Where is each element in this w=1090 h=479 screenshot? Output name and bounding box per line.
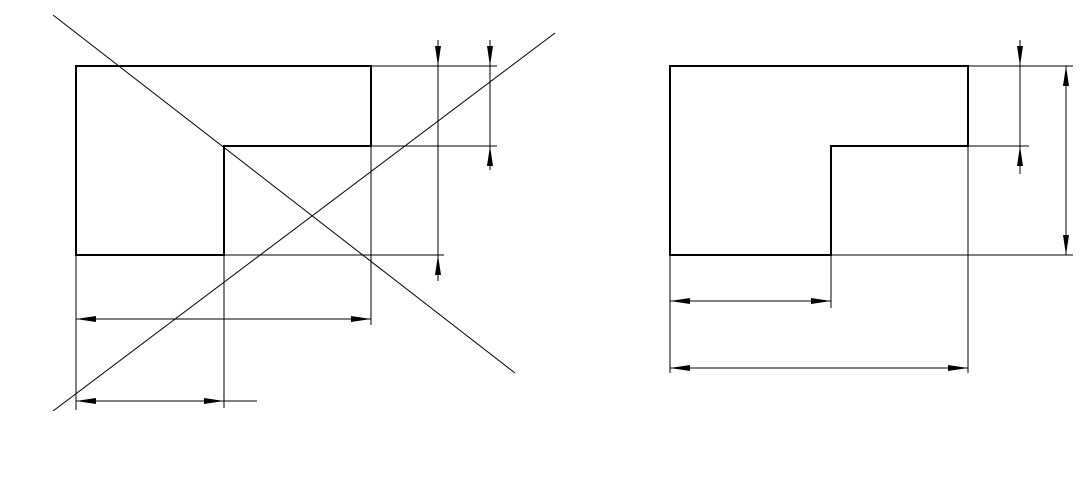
arrow-left-icon (76, 316, 96, 322)
arrow-down-icon (1017, 46, 1023, 66)
right-dimension-lines (670, 40, 1067, 369)
right-extension-lines (669, 65, 1073, 373)
arrow-up-icon (435, 255, 441, 275)
right-part-section (669, 65, 969, 256)
cross-out-mark (52, 14, 556, 412)
arrow-up-icon (487, 146, 493, 166)
arrow-up-icon (1063, 66, 1069, 86)
arrow-left-icon (670, 298, 690, 304)
arrow-down-icon (435, 46, 441, 66)
arrow-right-icon (948, 365, 968, 371)
arrow-left-icon (76, 398, 96, 404)
arrow-up-icon (1017, 146, 1023, 166)
arrow-down-icon (1063, 235, 1069, 255)
left-extension-lines (75, 65, 497, 410)
arrow-down-icon (487, 46, 493, 66)
arrow-right-icon (204, 398, 224, 404)
arrow-right-icon (811, 298, 831, 304)
right-arrowheads (670, 46, 1069, 371)
left-drawing-incorrect (52, 14, 556, 412)
right-drawing-correct (669, 40, 1073, 373)
arrow-left-icon (670, 365, 690, 371)
arrow-right-icon (351, 316, 371, 322)
left-arrowheads (76, 46, 493, 404)
